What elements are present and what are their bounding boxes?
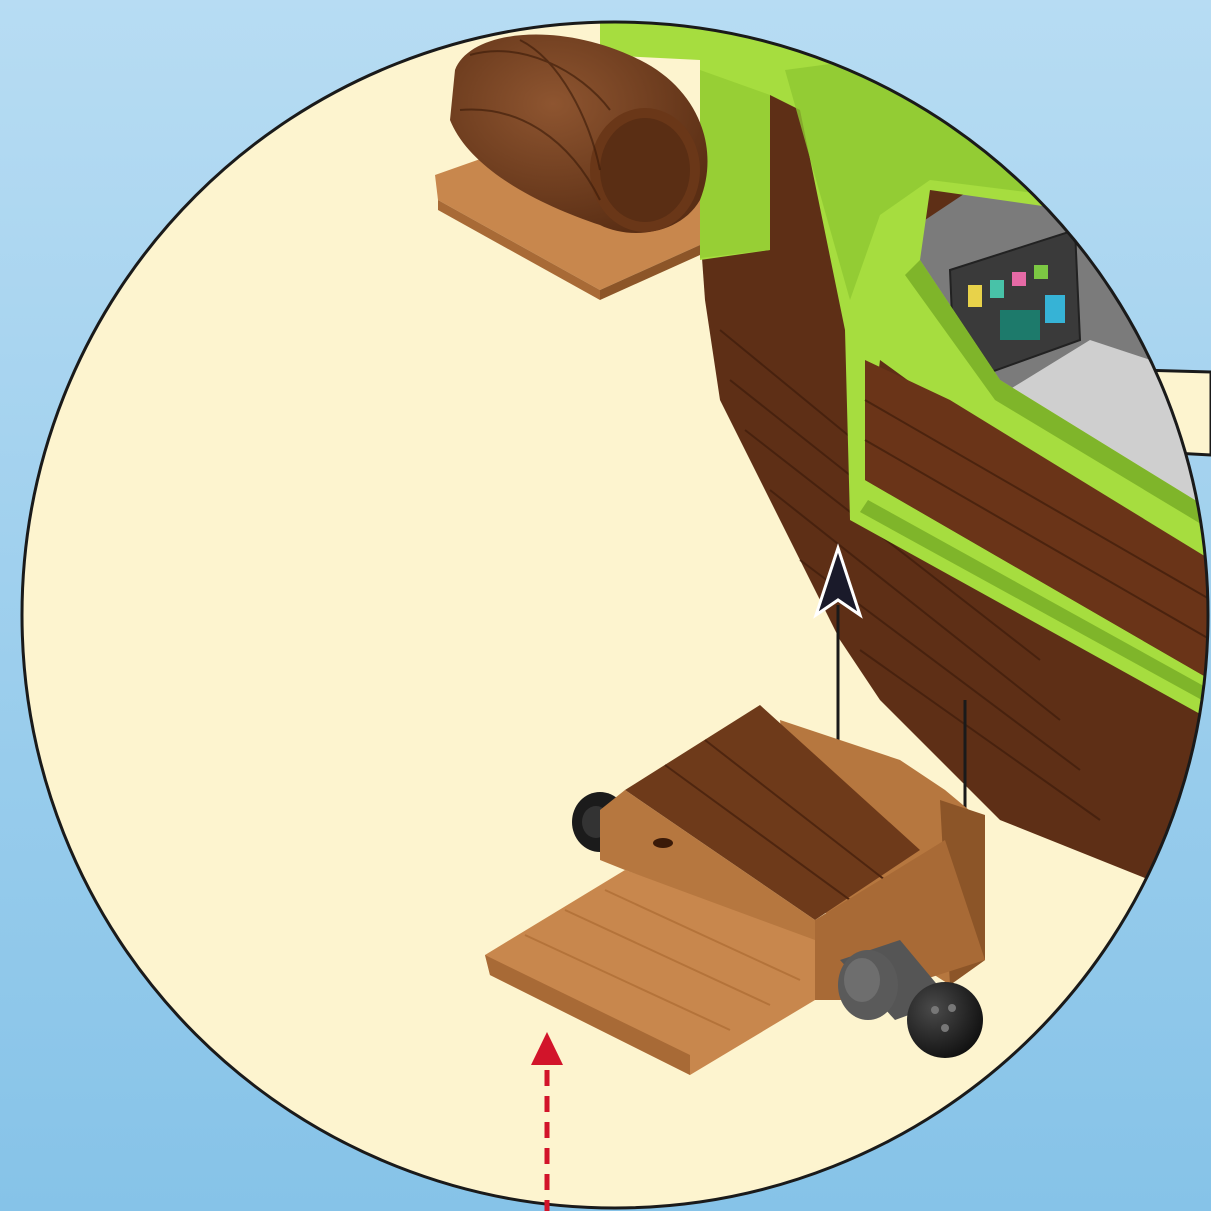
diagram-canvas [0,0,1211,1211]
assembly-instruction-diagram [0,0,1211,1211]
